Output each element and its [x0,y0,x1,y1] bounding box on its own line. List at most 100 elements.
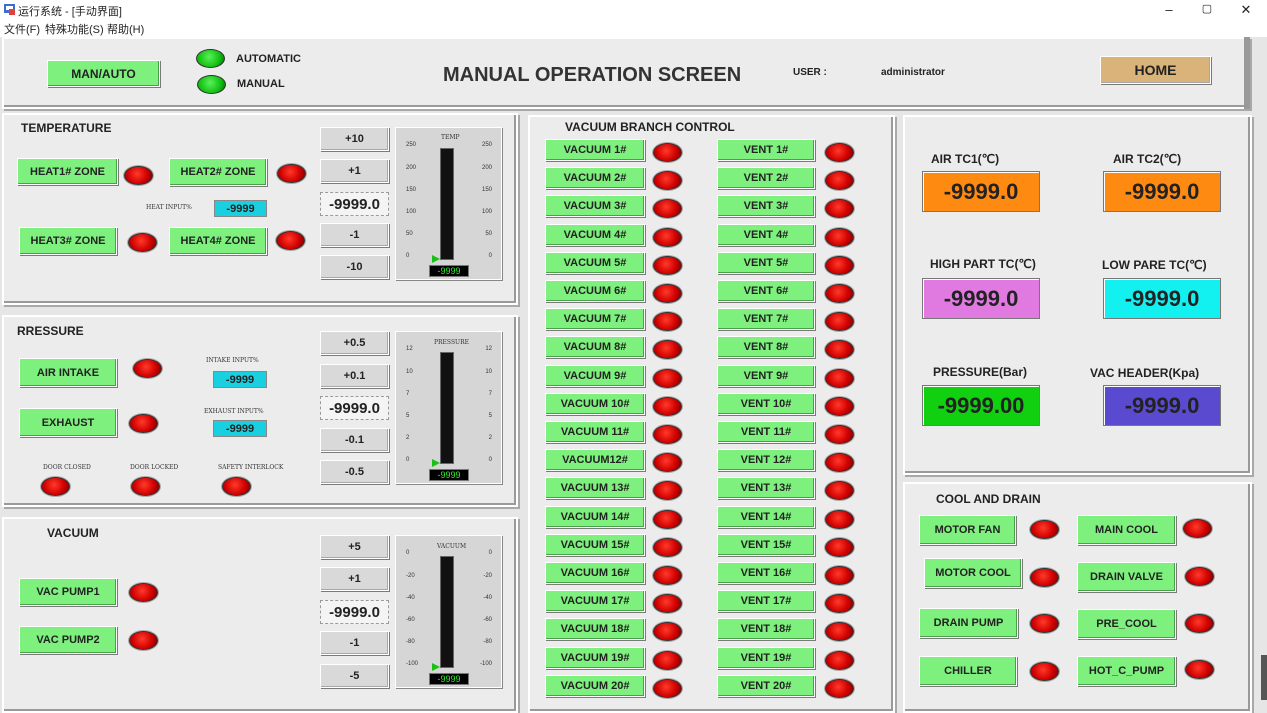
vent-branch-button[interactable]: VENT 16# [717,562,815,584]
pressure-plus05-button[interactable]: +0.5 [320,331,389,355]
vent-branch-button[interactable]: VENT 8# [717,336,815,359]
vacuum-plus5-button[interactable]: +5 [320,535,389,559]
vacuum-tick: -40 [406,595,415,601]
vent-branch-button[interactable]: VENT 19# [717,646,815,669]
air-tc1-label: AIR TC1(℃) [931,152,1000,166]
vacuum-branch-button[interactable]: VACUUM 4# [545,223,645,246]
vacuum-minus1-button[interactable]: -1 [320,631,389,655]
vac-pump1-button[interactable]: VAC PUMP1 [19,578,117,606]
vent-branch-button[interactable]: VENT 5# [717,251,815,274]
vent-branch-button[interactable]: VENT 7# [717,308,815,331]
vacuum-branch-button[interactable]: VACUUM 3# [545,195,645,218]
temp-setpoint-field[interactable]: -9999.0 [320,192,389,216]
vacuum-branch-indicator [653,425,682,444]
vent-branch-button[interactable]: VENT 3# [717,195,815,218]
window-titlebar: 运行系统 - [手动界面] – ▢ ✕ [0,0,1267,19]
vac-pump2-button[interactable]: VAC PUMP2 [19,626,117,654]
vacuum-branch-button[interactable]: VACUUM 9# [545,364,645,387]
home-button[interactable]: HOME [1100,56,1211,84]
drain-valve-button[interactable]: DRAIN VALVE [1077,562,1176,592]
pressure-tick: 10 [406,369,413,375]
close-button[interactable]: ✕ [1240,2,1252,17]
pressure-minus05-button[interactable]: -0.5 [320,460,389,484]
heat3-zone-button[interactable]: HEAT3# ZONE [19,227,117,255]
temp-tick: 250 [406,142,417,148]
vent-branch-button[interactable]: VENT 15# [717,533,815,556]
vacuum-branch-button[interactable]: VACUUM 1# [545,139,645,161]
maximize-button[interactable]: ▢ [1201,3,1213,15]
menu-bar: 文件(F) 特殊功能(S) 帮助(H) [0,19,1267,37]
vacuum-branch-button[interactable]: VACUUM 15# [545,533,645,556]
vent-branch-button[interactable]: VENT 13# [717,477,815,500]
vacuum-branch-button[interactable]: VACUUM 19# [545,646,645,669]
pressure-tick: 5 [488,413,492,419]
header-edge [1244,37,1250,109]
vacuum-branch-button[interactable]: VACUUM 20# [545,674,645,697]
pressure-setpoint-field[interactable]: -9999.0 [320,396,389,420]
vent-branch-button[interactable]: VENT 14# [717,505,815,528]
vent-branch-button[interactable]: VENT 20# [717,674,815,697]
scrollbar-thumb[interactable] [1261,655,1267,700]
vacuum-branch-button[interactable]: VACUUM 11# [545,421,645,443]
vacuum-branch-button[interactable]: VACUUM 13# [545,477,645,500]
vent-branch-button[interactable]: VENT 18# [717,618,815,641]
vent-branch-button[interactable]: VENT 1# [717,139,815,161]
low-pare-tc-value: -9999.0 [1103,278,1221,319]
vacuum-minus5-button[interactable]: -5 [320,664,389,688]
vacuum-branch-button[interactable]: VACUUM 2# [545,167,645,190]
hot-c-pump-button[interactable]: HOT_C_PUMP [1077,656,1176,686]
vent-branch-button[interactable]: VENT 10# [717,392,815,415]
heat-input-field[interactable]: -9999 [214,200,267,217]
vent-branch-indicator [825,368,854,388]
vacuum-branch-button[interactable]: VACUUM12# [545,449,645,472]
temp-plus1-button[interactable]: +1 [320,159,389,183]
vent-branch-button[interactable]: VENT 9# [717,364,815,387]
heat2-zone-button[interactable]: HEAT2# ZONE [169,158,267,186]
door-closed-label: DOOR CLOSED [43,464,91,471]
vacuum-branch-button[interactable]: VACUUM 16# [545,562,645,584]
chiller-button[interactable]: CHILLER [919,656,1017,686]
menu-file[interactable]: 文件(F) [4,24,41,36]
vacuum-branch-button[interactable]: VACUUM 5# [545,251,645,274]
vacuum-branch-button[interactable]: VACUUM 18# [545,618,645,641]
vacuum-branch-button[interactable]: VACUUM 8# [545,336,645,359]
pressure-plus01-button[interactable]: +0.1 [320,364,389,388]
vacuum-setpoint-field[interactable]: -9999.0 [320,600,389,624]
vacuum-branch-indicator [653,255,682,275]
minimize-button[interactable]: – [1165,2,1173,17]
vent-branch-button[interactable]: VENT 11# [717,421,815,443]
high-part-tc-value: -9999.0 [922,278,1040,319]
pressure-gauge-title: PRESSURE [434,339,470,346]
pre-cool-button[interactable]: PRE_COOL [1077,609,1176,639]
man-auto-button[interactable]: MAN/AUTO [47,60,160,87]
main-cool-button[interactable]: MAIN COOL [1077,515,1176,545]
intake-input-field[interactable]: -9999 [213,371,267,388]
exhaust-button[interactable]: EXHAUST [19,408,117,437]
vacuum-branch-button[interactable]: VACUUM 14# [545,505,645,528]
vacuum-branch-button[interactable]: VACUUM 10# [545,392,645,415]
heat4-zone-button[interactable]: HEAT4# ZONE [169,227,267,255]
vent-branch-button[interactable]: VENT 4# [717,223,815,246]
vacuum-branch-button[interactable]: VACUUM 17# [545,590,645,613]
temp-minus10-button[interactable]: -10 [320,255,389,279]
air-intake-button[interactable]: AIR INTAKE [19,358,117,387]
temp-minus1-button[interactable]: -1 [320,223,389,247]
exhaust-input-field[interactable]: -9999 [213,420,267,437]
motor-fan-button[interactable]: MOTOR FAN [919,515,1016,545]
temp-plus10-button[interactable]: +10 [320,127,389,151]
vent-branch-button[interactable]: VENT 6# [717,280,815,302]
vacuum-plus1-button[interactable]: +1 [320,567,389,591]
heat1-zone-button[interactable]: HEAT1# ZONE [17,158,118,185]
exhaust-indicator [129,414,158,433]
vent-branch-button[interactable]: VENT 12# [717,449,815,472]
vacuum-branch-button[interactable]: VACUUM 6# [545,280,645,302]
vacuum-branch-button[interactable]: VACUUM 7# [545,308,645,331]
pressure-minus01-button[interactable]: -0.1 [320,428,389,452]
motor-cool-button[interactable]: MOTOR COOL [924,558,1022,588]
app-icon [4,3,16,15]
drain-pump-button[interactable]: DRAIN PUMP [919,608,1018,638]
menu-special[interactable]: 特殊功能(S) [45,24,104,36]
menu-help[interactable]: 帮助(H) [107,24,145,36]
vent-branch-button[interactable]: VENT 17# [717,590,815,613]
vent-branch-button[interactable]: VENT 2# [717,167,815,190]
